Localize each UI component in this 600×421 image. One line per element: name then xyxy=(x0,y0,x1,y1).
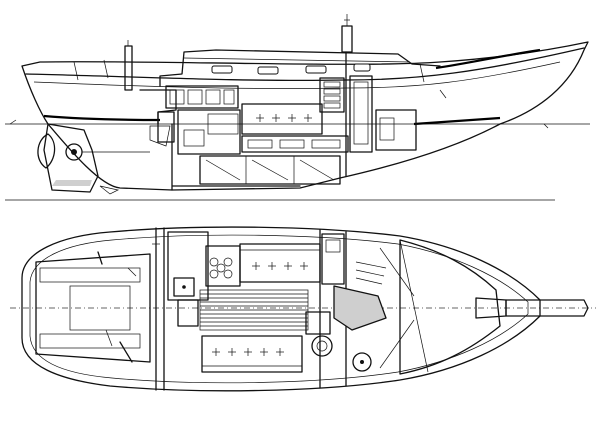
boot-stripe xyxy=(43,114,161,122)
hull xyxy=(21,41,589,191)
toilet xyxy=(311,335,333,357)
portlights xyxy=(211,63,371,75)
galley-stove xyxy=(209,257,233,279)
profile-view xyxy=(5,14,590,201)
mast xyxy=(341,14,353,53)
v-berth xyxy=(379,239,501,375)
cockpit xyxy=(35,251,151,363)
station-marks xyxy=(105,243,160,347)
plan-view xyxy=(10,226,596,392)
deck-edge xyxy=(29,234,529,384)
cockpit-profile xyxy=(139,89,177,147)
toe-rail xyxy=(33,61,561,89)
keel xyxy=(171,123,301,191)
interior-joinery xyxy=(165,51,417,185)
cabin-sole xyxy=(177,289,309,331)
rudder xyxy=(43,123,99,193)
settee-starboard xyxy=(201,335,303,373)
head xyxy=(305,233,372,372)
galley-sink xyxy=(173,277,195,297)
propeller xyxy=(37,133,150,169)
station-marks xyxy=(9,59,549,129)
bowsprit xyxy=(505,299,589,317)
mizzen-post xyxy=(124,40,133,91)
sheer-stripe xyxy=(435,48,541,70)
settee-port xyxy=(239,243,321,283)
